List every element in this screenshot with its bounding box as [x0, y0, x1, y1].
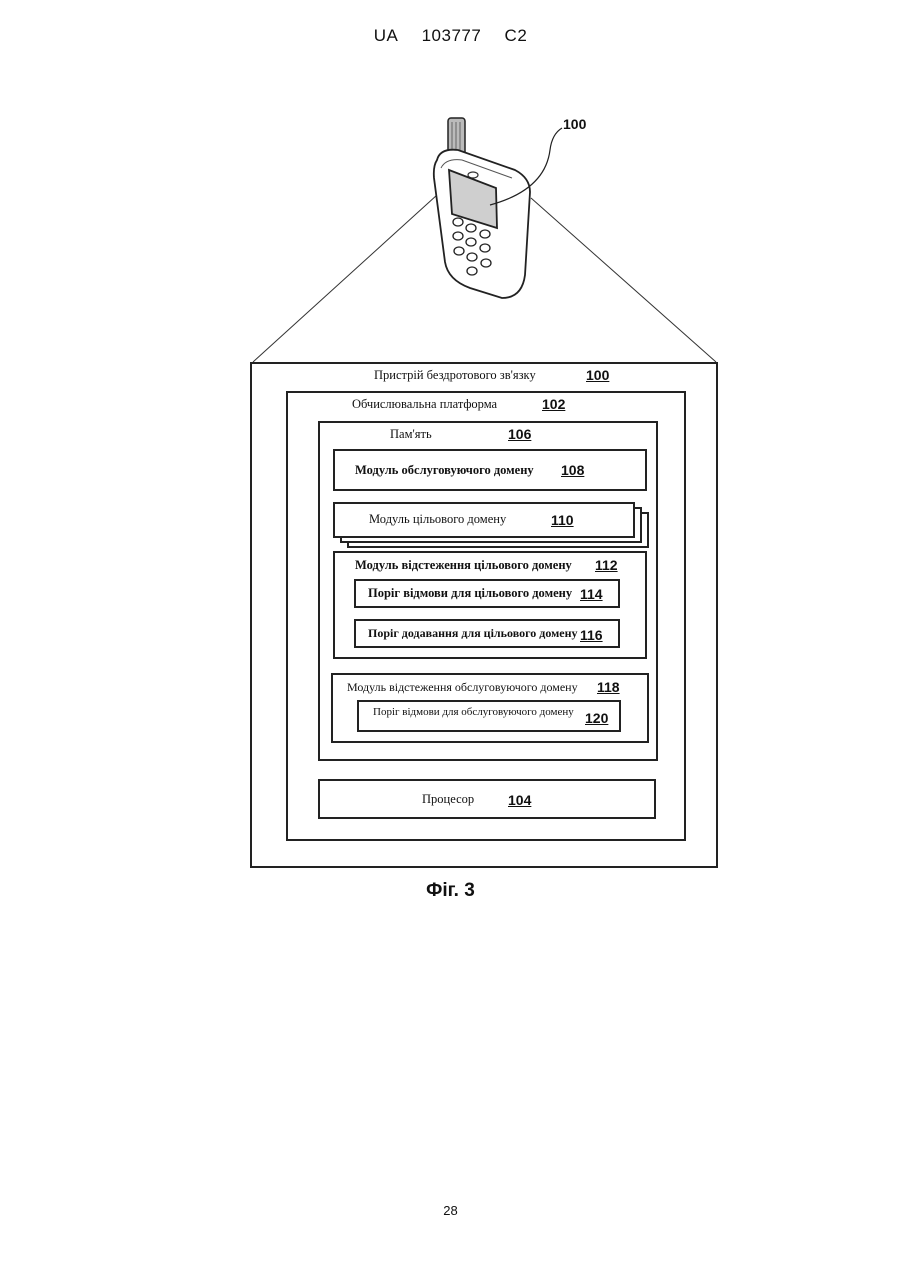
serving-module-label: Модуль обслуговуючого домену: [355, 463, 534, 478]
serving-module-ref: 108: [561, 462, 584, 478]
platform-box: Обчислювальна платформа 102 Пам'ять 106 …: [286, 391, 686, 841]
processor-ref: 104: [508, 792, 531, 808]
platform-label: Обчислювальна платформа: [352, 397, 497, 412]
drop-threshold-serving-ref: 120: [585, 710, 608, 726]
serving-tracking-box: Модуль відстеження обслуговуючого домену…: [331, 673, 649, 743]
target-tracking-label: Модуль відстеження цільового домену: [355, 558, 572, 573]
target-tracking-box: Модуль відстеження цільового домену 112 …: [333, 551, 647, 659]
memory-ref: 106: [508, 426, 531, 442]
drop-threshold-target-label: Поріг відмови для цільового домену: [368, 586, 572, 601]
processor-box: Процесор 104: [318, 779, 656, 819]
add-threshold-target-ref: 116: [580, 627, 603, 643]
target-module-ref: 110: [551, 512, 574, 528]
serving-module-box: Модуль обслуговуючого домену 108: [333, 449, 647, 491]
platform-ref: 102: [542, 396, 565, 412]
drop-threshold-serving-label: Поріг відмови для обслуговуючого домену: [373, 706, 574, 718]
add-threshold-target-box: Поріг додавання для цільового домену 116: [354, 619, 620, 648]
figure-caption: Фіг. 3: [0, 880, 901, 902]
projection-line-right: [531, 198, 716, 362]
target-tracking-ref: 112: [595, 557, 618, 573]
device-box: Пристрій бездротового зв'язку 100 Обчисл…: [250, 362, 718, 868]
add-threshold-target-label: Поріг додавання для цільового домену: [368, 626, 578, 641]
memory-label: Пам'ять: [390, 427, 432, 442]
projection-line-left: [253, 195, 437, 362]
device-ref: 100: [586, 367, 609, 383]
drop-threshold-serving-box: Поріг відмови для обслуговуючого домену …: [357, 700, 621, 732]
serving-tracking-label: Модуль відстеження обслуговуючого домену: [347, 680, 578, 695]
drop-threshold-target-box: Поріг відмови для цільового домену 114: [354, 579, 620, 608]
processor-label: Процесор: [422, 792, 474, 807]
page-number: 28: [0, 1203, 901, 1218]
drop-threshold-target-ref: 114: [580, 586, 603, 602]
phone-ref-label: 100: [563, 116, 586, 132]
device-label: Пристрій бездротового зв'язку: [374, 368, 536, 383]
serving-tracking-ref: 118: [597, 679, 620, 695]
memory-box: Пам'ять 106 Модуль обслуговуючого домену…: [318, 421, 658, 761]
target-module-box: Модуль цільового домену 110: [333, 502, 635, 538]
target-module-label: Модуль цільового домену: [369, 512, 506, 527]
